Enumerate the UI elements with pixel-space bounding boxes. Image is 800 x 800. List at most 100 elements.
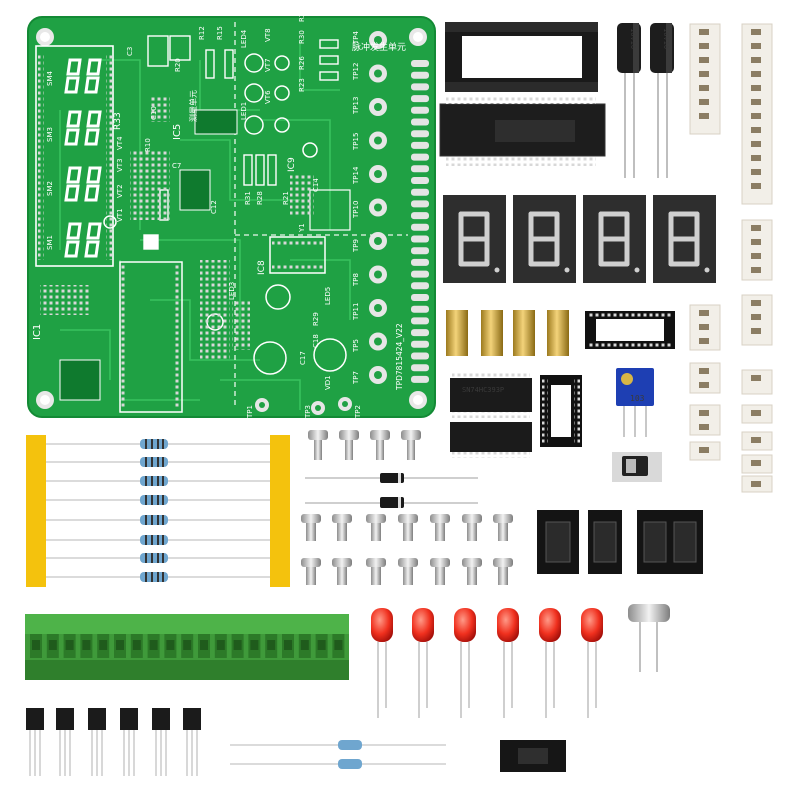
soic-ics xyxy=(537,510,703,574)
terminal-hole xyxy=(65,640,74,650)
header-slot xyxy=(751,113,761,119)
header-slot xyxy=(751,328,761,334)
header-slot xyxy=(699,410,709,416)
header-slot xyxy=(751,183,761,189)
screw-head xyxy=(462,514,482,523)
header-slot xyxy=(699,382,709,388)
resistor-tape-2 xyxy=(26,517,290,587)
test-point-hole xyxy=(374,270,382,279)
transistor-body xyxy=(26,708,44,730)
white-header xyxy=(741,369,773,395)
label-vd1: VD1 xyxy=(324,375,332,390)
terminal-hole xyxy=(99,640,108,650)
terminal-hole xyxy=(317,640,326,650)
resistor-band xyxy=(157,515,159,525)
dip-ic-14 xyxy=(450,422,532,458)
resistor-band xyxy=(145,553,147,563)
resistor-band xyxy=(151,515,153,525)
terminal-block xyxy=(25,614,349,680)
terminal-hole xyxy=(334,640,343,650)
screw-shaft xyxy=(337,567,347,585)
bottom-resistors xyxy=(230,740,446,769)
ic-marking: SN74HC393P xyxy=(462,386,504,394)
terminal-hole xyxy=(250,640,259,650)
screw-head xyxy=(332,558,352,567)
test-point-hole xyxy=(374,371,382,379)
board-code: TPD7815424_V22 xyxy=(395,323,404,391)
label-c7: C7 xyxy=(172,162,181,170)
screw-shaft xyxy=(376,440,384,460)
led xyxy=(581,608,603,642)
label-tp14: TP14 xyxy=(352,166,360,185)
edge-pad xyxy=(411,375,429,383)
header-slot xyxy=(751,71,761,77)
terminal-hole xyxy=(200,640,208,650)
transistor-body xyxy=(88,708,106,730)
edge-pad xyxy=(411,153,429,161)
transistor-body xyxy=(183,708,201,730)
label-c14: C14 xyxy=(312,178,320,192)
edge-pad xyxy=(411,118,429,126)
edge-pad xyxy=(411,106,429,114)
label-vt4: VT4 xyxy=(116,136,124,150)
terminal-hole xyxy=(82,640,91,650)
screw-head xyxy=(366,514,386,523)
resistor-band xyxy=(157,457,159,467)
label-tp8: TP8 xyxy=(352,273,360,287)
led xyxy=(539,608,561,642)
resistor-band xyxy=(162,553,164,563)
header-slot xyxy=(699,113,709,119)
header-slot xyxy=(751,57,761,63)
screw-head xyxy=(430,558,450,567)
header-slot xyxy=(751,155,761,161)
screw-shaft xyxy=(371,567,381,585)
header-slot xyxy=(751,239,761,245)
test-point-hole xyxy=(374,36,382,44)
test-point-hole xyxy=(374,170,382,178)
seven-segment-footprints xyxy=(35,45,114,267)
label-tp11: TP11 xyxy=(352,303,360,321)
header-slot xyxy=(699,29,709,35)
terminal-hole xyxy=(233,640,242,650)
screw-shaft xyxy=(435,567,445,585)
screw-shaft xyxy=(345,440,353,460)
header-slot xyxy=(699,338,709,344)
header-slot xyxy=(751,85,761,91)
screw-head xyxy=(462,558,482,567)
header-slot xyxy=(751,300,761,306)
led xyxy=(497,608,519,642)
resistor-band xyxy=(162,515,164,525)
resistor-band xyxy=(145,515,147,525)
terminal-hole xyxy=(48,640,57,650)
edge-pad xyxy=(411,188,429,196)
label-led5: LED5 xyxy=(324,287,332,305)
segment-glyph xyxy=(458,211,490,267)
pcb-board: 脉冲发生单元 测量单元 TPD7815424_V22 IC1 IC5 IC8 I… xyxy=(27,8,436,419)
crystal-oscillator xyxy=(628,604,670,672)
label-tp15: TP15 xyxy=(352,133,360,151)
label-r31: R31 xyxy=(244,191,252,205)
edge-pad xyxy=(411,247,429,255)
edge-pad xyxy=(411,270,429,278)
terminal-hole xyxy=(183,640,192,650)
label-tp2: TP2 xyxy=(354,405,362,419)
edge-connector-pads xyxy=(408,57,430,387)
edge-pad xyxy=(411,305,429,313)
electrolytic-capacitors: 10V10 10V10 xyxy=(617,23,674,178)
transistor-body xyxy=(120,708,138,730)
resistor-band xyxy=(162,439,164,449)
label-tp3: TP3 xyxy=(304,405,312,419)
label-r29: R29 xyxy=(312,312,320,326)
transistor-body xyxy=(56,708,74,730)
header-slot xyxy=(699,447,709,453)
screw-shaft xyxy=(467,523,477,541)
label-vt3: VT3 xyxy=(116,158,124,172)
test-point-hole xyxy=(374,304,382,312)
screw-shaft xyxy=(403,523,413,541)
resistor-band xyxy=(151,457,153,467)
dip-socket-vertical xyxy=(540,375,582,447)
header-slot xyxy=(751,169,761,175)
label-ic5: IC5 xyxy=(172,124,183,140)
label-r23: R23 xyxy=(298,78,306,92)
seven-segment-displays xyxy=(443,195,716,283)
